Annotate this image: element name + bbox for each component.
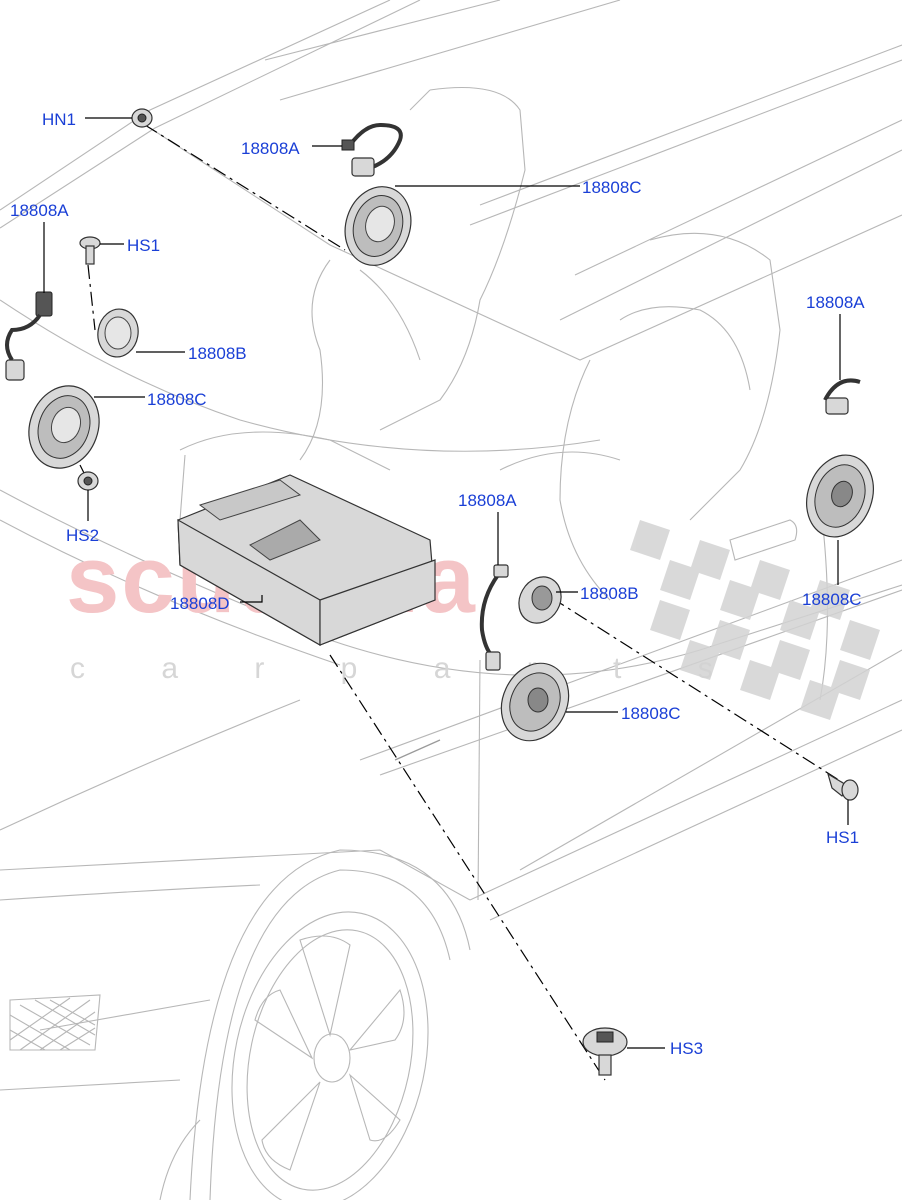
hn1-clip-part bbox=[131, 108, 153, 128]
callout-18808c-right: 18808C bbox=[802, 590, 862, 609]
speaker-part-center bbox=[500, 662, 570, 742]
parts bbox=[5, 108, 874, 1076]
checkered-flag-graphic bbox=[630, 520, 880, 720]
callout-hs1-left: HS1 bbox=[127, 236, 160, 255]
callout-18808a-right: 18808A bbox=[806, 293, 865, 312]
leader-lines bbox=[43, 117, 849, 1049]
hs3-bolt-part bbox=[582, 1027, 628, 1076]
front-wheel bbox=[231, 911, 429, 1200]
amplifier-part bbox=[177, 474, 436, 647]
callout-18808c-top: 18808C bbox=[582, 178, 642, 197]
callout-18808a-left: 18808A bbox=[10, 201, 69, 220]
hs2-screw-part bbox=[77, 471, 99, 491]
hs1-screw-part-left bbox=[79, 236, 101, 265]
callout-hs3: HS3 bbox=[670, 1039, 703, 1058]
callout-18808d: 18808D bbox=[170, 594, 230, 613]
tweeter-part-center bbox=[518, 576, 562, 624]
harness-part-top bbox=[341, 122, 403, 177]
callout-labels: HN1 18808A 18808C 18808A HS1 18808B 1880… bbox=[10, 110, 865, 1058]
assembly-lines bbox=[79, 124, 843, 1081]
harness-part-center bbox=[479, 564, 509, 671]
harness-part-right bbox=[823, 378, 861, 415]
callout-18808b-left: 18808B bbox=[188, 344, 247, 363]
callout-18808c-left: 18808C bbox=[147, 390, 207, 409]
tweeter-part-left bbox=[97, 308, 139, 358]
callout-18808c-center: 18808C bbox=[621, 704, 681, 723]
callout-18808a-top: 18808A bbox=[241, 139, 300, 158]
callout-18808b-center: 18808B bbox=[580, 584, 639, 603]
callout-18808a-center: 18808A bbox=[458, 491, 517, 510]
callout-hs1-right: HS1 bbox=[826, 828, 859, 847]
callout-hn1: HN1 bbox=[42, 110, 76, 129]
front-grille bbox=[9, 994, 101, 1051]
harness-part-left bbox=[5, 291, 53, 381]
hs1-screw-part-right bbox=[827, 772, 859, 801]
watermark-tagline: c a r p a r t s bbox=[70, 652, 747, 685]
speaker-part-top bbox=[344, 186, 412, 266]
callout-hs2: HS2 bbox=[66, 526, 99, 545]
speaker-part-left bbox=[28, 385, 100, 469]
speaker-part-right bbox=[806, 454, 874, 538]
